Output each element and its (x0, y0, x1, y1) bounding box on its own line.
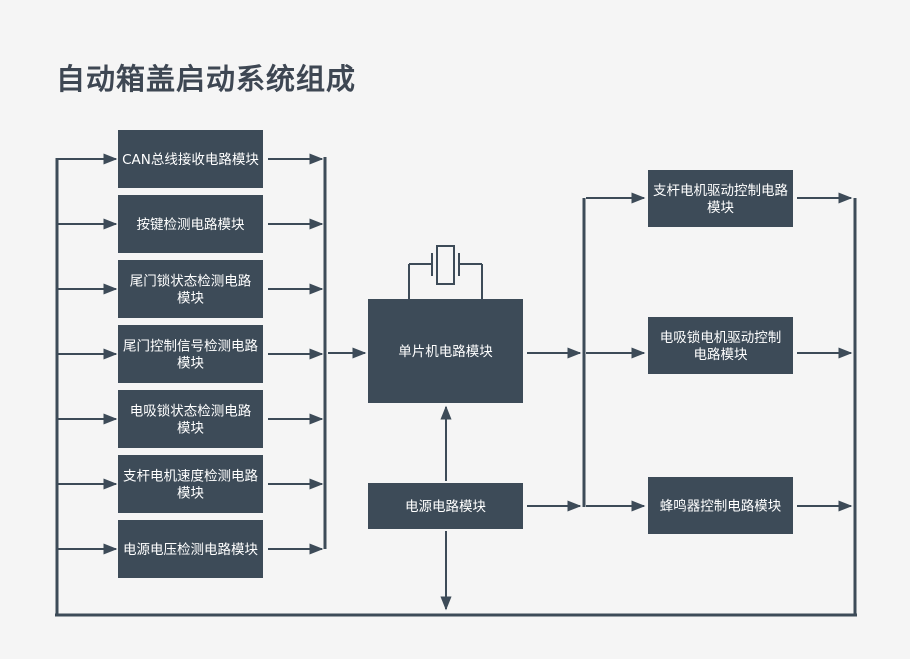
output-module-1-box (648, 170, 793, 227)
input-module-1-label: CAN总线接收电路模块 (122, 151, 259, 168)
input-module-2-box (118, 195, 263, 253)
output-module-3: 蜂鸣器控制电路模块 (648, 477, 793, 534)
input-module-7-box (118, 520, 263, 578)
power-module-label: 电源电路模块 (405, 499, 486, 515)
mcu-module-label: 单片机电路模块 (398, 344, 493, 360)
input-module-3-label: 模块 (177, 291, 204, 307)
input-module-4-label: 模块 (177, 356, 204, 372)
input-module-3-label: 尾门锁状态检测电路 (130, 274, 252, 290)
power-module-box (368, 483, 523, 529)
input-module-7-label: 电源电压检测电路模块 (123, 542, 258, 558)
crystal-oscillator-icon (408, 245, 483, 299)
page-title: 自动箱盖启动系统组成 (56, 62, 357, 96)
output-module-1-label: 模块 (707, 200, 735, 216)
input-module-4-label: 尾门控制信号检测电路 (123, 339, 258, 355)
input-module-2-label: 按键检测电路模块 (137, 217, 245, 233)
input-module-3-box (118, 260, 263, 318)
output-module-2-label: 电路模块 (694, 347, 748, 363)
input-module-5-label: 模块 (177, 421, 204, 437)
center-arrows (328, 192, 853, 611)
connector-lines (55, 157, 857, 617)
mcu-module-box (368, 299, 523, 403)
power-module: 电源电路模块 (368, 483, 523, 529)
input-module-2: 按键检测电路模块 (118, 195, 263, 253)
input-module-1: CAN总线接收电路模块 (118, 130, 263, 188)
output-module-1-label: 支杆电机驱动控制电路 (653, 183, 788, 199)
input-module-4-box (118, 325, 263, 383)
input-module-5-label: 电吸锁状态检测电路 (130, 404, 252, 420)
output-module-2-box (648, 317, 793, 374)
input-module-1-box (118, 130, 263, 188)
output-module-3-label: 蜂鸣器控制电路模块 (660, 498, 782, 515)
input-module-6-box (118, 455, 263, 513)
input-module-7: 电源电压检测电路模块 (118, 520, 263, 578)
mcu-module: 单片机电路模块 (368, 299, 523, 403)
input-module-5-box (118, 390, 263, 448)
output-module-2-label: 电吸锁电机驱动控制 (660, 330, 782, 346)
output-module-3-box (648, 477, 793, 534)
input-modules: CAN总线接收电路模块按键检测电路模块尾门锁状态检测电路模块尾门控制信号检测电路… (118, 130, 263, 578)
input-arrows (58, 153, 324, 555)
input-module-6-label: 模块 (177, 486, 204, 502)
input-module-6-label: 支杆电机速度检测电路 (123, 469, 258, 485)
